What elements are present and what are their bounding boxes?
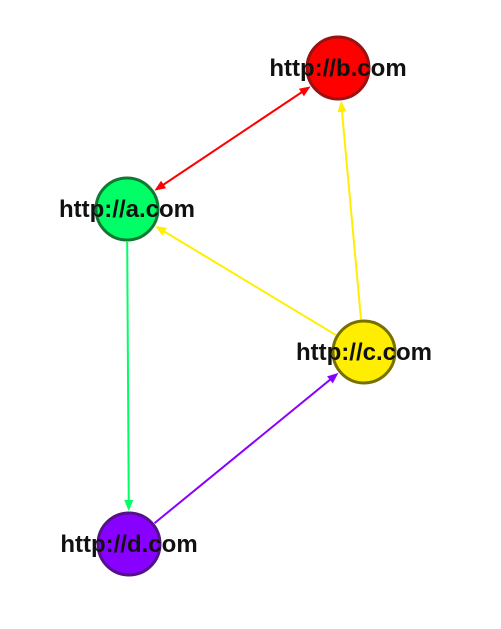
arrowhead-icon	[337, 100, 347, 113]
arrowhead-icon	[124, 499, 134, 512]
node-circle[interactable]	[96, 511, 162, 577]
edge-line	[153, 378, 332, 524]
node-circle[interactable]	[94, 176, 160, 242]
arrowhead-icon	[298, 86, 311, 97]
node-d[interactable]: http://d.com	[60, 511, 198, 577]
edge-line	[163, 230, 337, 336]
node-circle[interactable]	[331, 319, 397, 385]
edge-a-d	[124, 241, 134, 512]
edge-line	[162, 91, 303, 186]
node-a[interactable]: http://a.com	[59, 176, 195, 242]
node-c[interactable]: http://c.com	[296, 319, 432, 385]
edge-line	[126, 241, 130, 502]
arrowhead-icon	[327, 372, 339, 384]
arrowhead-icon	[154, 180, 167, 191]
node-label: http://a.com	[59, 196, 195, 223]
edge-c-b	[337, 100, 362, 320]
edge-d-c	[153, 372, 339, 524]
node-b[interactable]: http://b.com	[269, 35, 407, 101]
arrowhead-icon	[155, 226, 167, 236]
node-circle[interactable]	[305, 35, 371, 101]
edges-layer	[124, 86, 362, 524]
node-label: http://d.com	[60, 531, 197, 558]
edge-c-a	[155, 226, 337, 336]
edge-b-a	[154, 86, 311, 191]
node-label: http://c.com	[296, 339, 432, 366]
edge-line	[340, 110, 362, 320]
node-label: http://b.com	[269, 55, 406, 82]
nodes-layer: http://b.com http://a.com http://c.com http…	[59, 35, 432, 577]
